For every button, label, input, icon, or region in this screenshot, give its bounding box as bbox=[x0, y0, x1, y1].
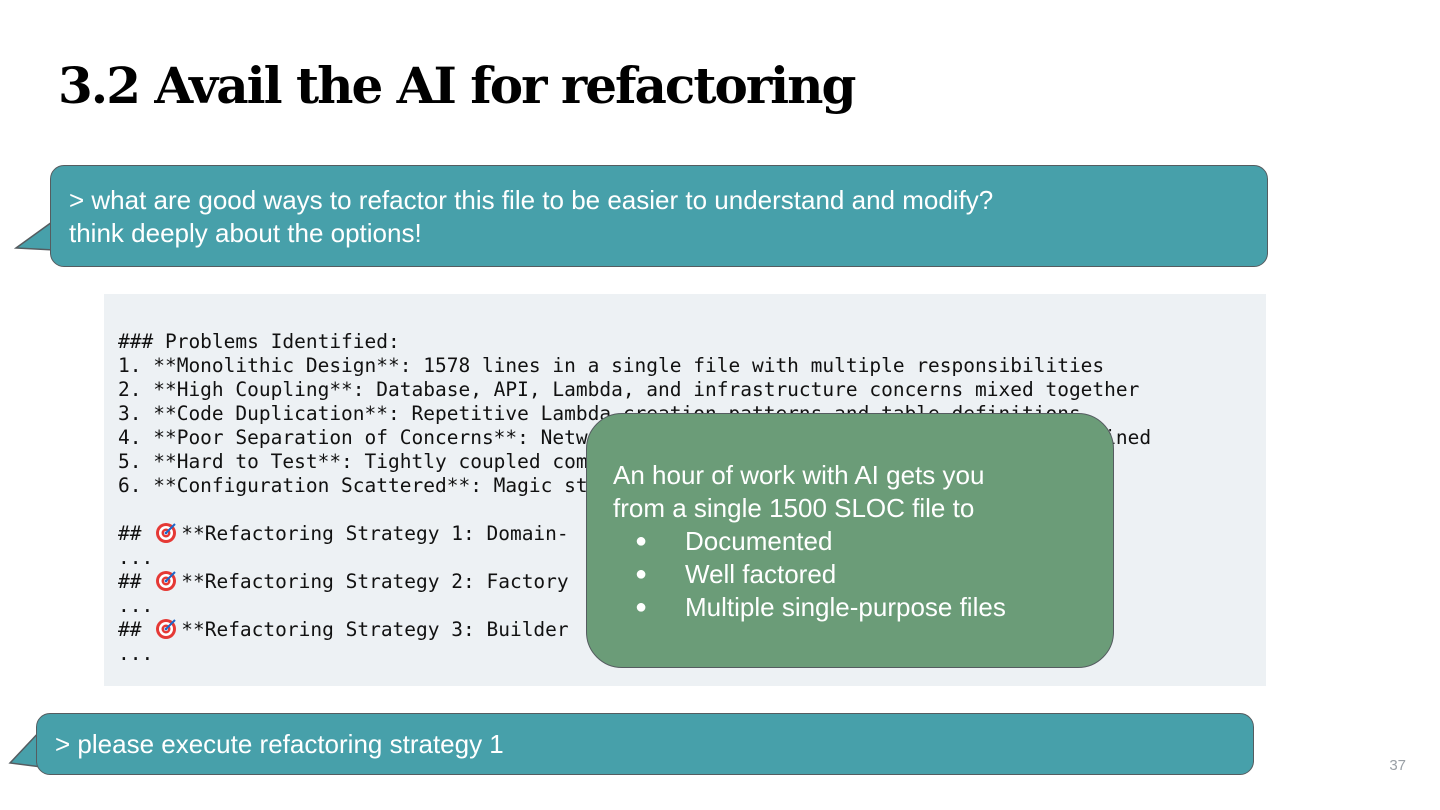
prompt-line: > what are good ways to refactor this fi… bbox=[69, 185, 994, 215]
strategy-prefix: ## bbox=[118, 618, 154, 641]
code-line: ... bbox=[118, 546, 154, 569]
code-line: 5. **Hard to Test**: Tightly coupled com… bbox=[118, 450, 670, 473]
note-bullet-item: ● Documented bbox=[613, 525, 1093, 558]
strategy-line: ## **Refactoring Strategy 3: Builder bbox=[118, 618, 1266, 642]
strategy-text: **Refactoring Strategy 3: Builder bbox=[181, 618, 569, 641]
note-bullet-item: ● Well factored bbox=[613, 558, 1093, 591]
user-prompt-bubble: > what are good ways to refactor this fi… bbox=[50, 165, 1268, 267]
note-item-text: Documented bbox=[685, 526, 833, 556]
bullet-icon: ● bbox=[635, 563, 648, 585]
target-icon bbox=[156, 619, 177, 639]
user-prompt-bubble-execute: > please execute refactoring strategy 1 bbox=[36, 713, 1254, 775]
code-line: ... bbox=[118, 594, 154, 617]
page-number: 37 bbox=[1389, 757, 1406, 774]
strategy-line: ## **Refactoring Strategy 1: Domain- bbox=[118, 522, 1266, 546]
code-line: 1. **Monolithic Design**: 1578 lines in … bbox=[118, 354, 1105, 377]
strategy-prefix: ## bbox=[118, 522, 154, 545]
strategy-text: **Refactoring Strategy 1: Domain- bbox=[181, 522, 569, 545]
slide-title: 3.2 Avail the AI for refactoring bbox=[58, 56, 856, 115]
strategy-prefix: ## bbox=[118, 570, 154, 593]
target-icon bbox=[156, 523, 177, 543]
note-bullet-list: ● Documented ● Well factored ● Multiple … bbox=[613, 525, 1093, 624]
strategy-text: **Refactoring Strategy 2: Factory bbox=[181, 570, 569, 593]
bullet-icon: ● bbox=[635, 596, 648, 618]
strategy-line: ## **Refactoring Strategy 2: Factory bbox=[118, 570, 1266, 594]
prompt-line: think deeply about the options! bbox=[69, 218, 422, 248]
bullet-icon: ● bbox=[635, 530, 648, 552]
note-item-text: Well factored bbox=[685, 559, 837, 589]
note-bullet-item: ● Multiple single-purpose files bbox=[613, 591, 1093, 624]
note-intro-line: from a single 1500 SLOC file to bbox=[613, 493, 975, 523]
summary-note: An hour of work with AI gets you from a … bbox=[586, 413, 1114, 668]
note-intro-line: An hour of work with AI gets you bbox=[613, 460, 985, 490]
prompt-line: > please execute refactoring strategy 1 bbox=[55, 729, 504, 759]
target-icon bbox=[156, 571, 177, 591]
code-line: 2. **High Coupling**: Database, API, Lam… bbox=[118, 378, 1140, 401]
note-item-text: Multiple single-purpose files bbox=[685, 592, 1006, 622]
code-line: ... bbox=[118, 642, 154, 665]
code-line: ### Problems Identified: bbox=[118, 330, 400, 353]
